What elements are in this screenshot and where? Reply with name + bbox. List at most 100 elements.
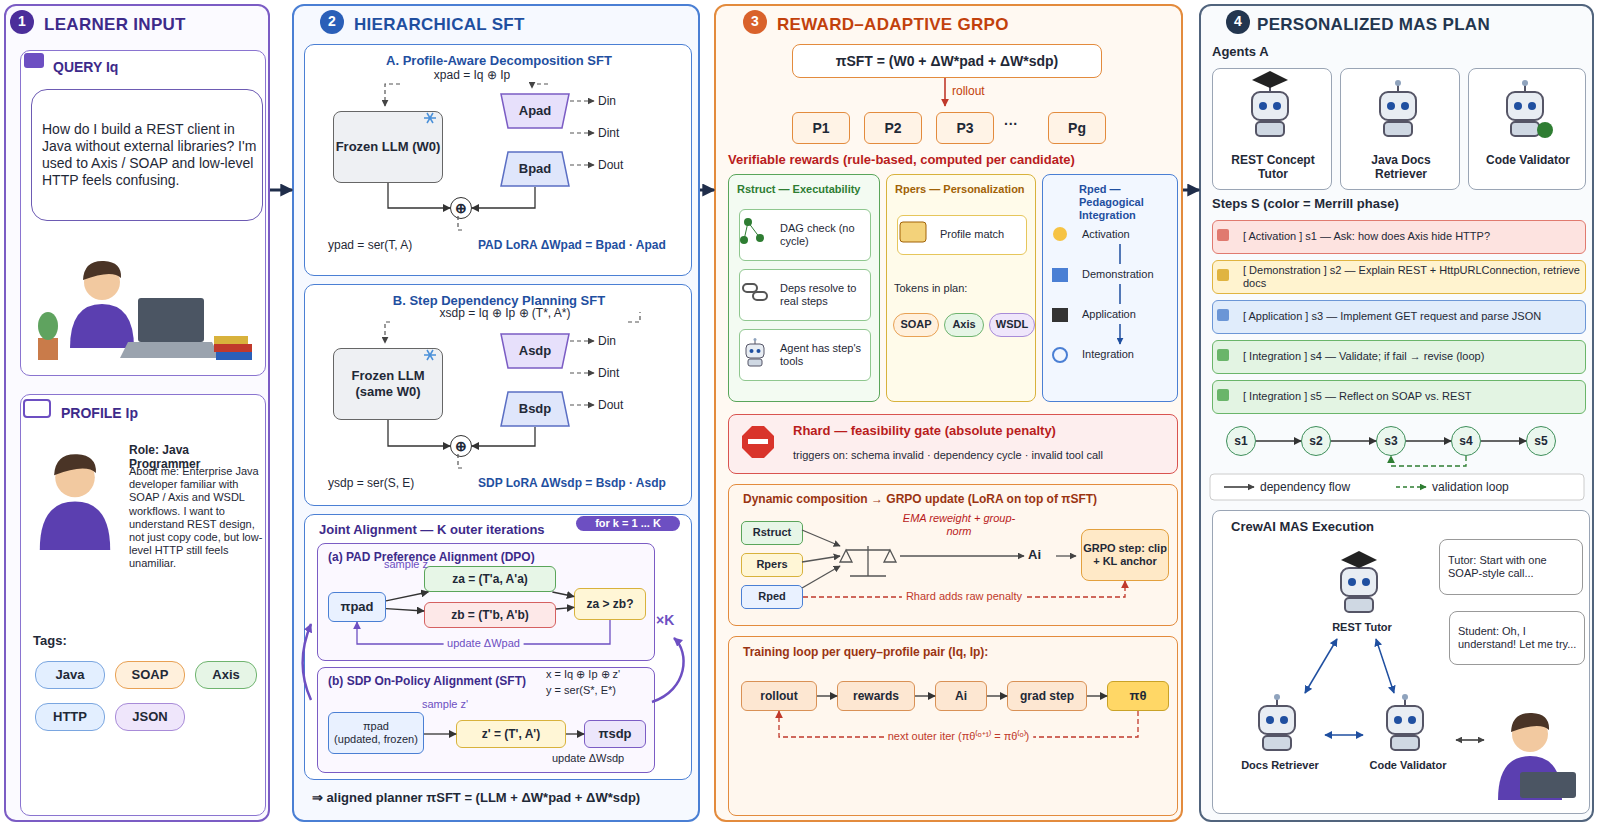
box: LEARNER INPUTQUERY IqHow do I build a RE… <box>4 4 270 822</box>
reward-icons <box>746 338 764 366</box>
callout-circles <box>1226 10 1250 34</box>
text: s4 <box>1459 434 1472 448</box>
input-arrows <box>385 84 400 106</box>
text: PROFILE Ip <box>61 405 251 422</box>
text: SOAP <box>132 667 169 683</box>
edge-label: Rhard adds raw penalty <box>902 590 1026 603</box>
text: Rped — Pedagogical Integration <box>1079 183 1175 223</box>
callout-circles <box>320 10 344 34</box>
crew-figures <box>1498 713 1562 800</box>
text: z' = (T', A') <box>482 727 540 741</box>
connector <box>552 592 574 597</box>
reward-icons <box>740 236 748 244</box>
callout-circles <box>10 10 1250 34</box>
text: πSFT = (W0 + ΔW*pad + ΔW*sdp) <box>836 53 1059 70</box>
crew-figures <box>1341 551 1377 568</box>
text: Rpers — Personalization <box>895 183 1031 196</box>
reward-icons <box>744 222 760 240</box>
text: Apad <box>519 103 552 119</box>
connector <box>915 695 935 696</box>
text: HIERARCHICAL SFT <box>354 15 654 35</box>
step-icons <box>1217 349 1229 361</box>
text: [ Application ] s3 — Implement GET reque… <box>1243 310 1541 323</box>
connector <box>270 189 292 192</box>
text: Axis <box>952 318 975 331</box>
connector <box>386 592 428 601</box>
label: sample z <box>384 558 444 571</box>
composition-arrows <box>802 530 1076 588</box>
box: Code Validator <box>1468 68 1586 190</box>
text: Rhard — feasibility gate (absolute penal… <box>793 423 1173 439</box>
box: Deps resolve to real steps <box>739 269 871 321</box>
connector <box>424 733 456 734</box>
agent-robots <box>1507 80 1543 136</box>
learner-illustration <box>38 312 58 340</box>
label: ··· <box>1004 116 1042 133</box>
agent-robots <box>1537 122 1553 138</box>
text: GRPO step: clip + KL anchor <box>1082 542 1168 568</box>
box: s4 <box>1451 426 1481 456</box>
box: ⊕ <box>450 197 472 219</box>
connector <box>388 420 450 446</box>
connector <box>1183 189 1199 192</box>
box: Student: Oh, I understand! Let me try... <box>1449 611 1585 665</box>
text: rollout <box>760 689 797 703</box>
reward-icons <box>743 284 757 292</box>
box: WSDL <box>989 313 1035 337</box>
text: About me: Enterprise Java developer fami… <box>129 465 263 571</box>
callout-circles <box>743 10 767 34</box>
legend-samples <box>1396 486 1426 488</box>
connector <box>1331 440 1376 441</box>
text: πθ <box>1130 688 1147 704</box>
crew-figures <box>1341 556 1377 612</box>
agent-robots <box>1380 80 1416 136</box>
text: zb = (T'b, A'b) <box>451 608 529 622</box>
composition-arrows <box>900 555 1024 556</box>
learner-illustration <box>38 338 58 360</box>
box: [ Demonstration ] s2 — Explain REST + Ht… <box>1212 260 1586 294</box>
text: [ Integration ] s5 — Reflect on SOAP vs.… <box>1243 390 1471 403</box>
callout-circles <box>10 10 34 34</box>
box: PERSONALIZED MAS PLANREST Concept TutorJ… <box>1199 4 1594 822</box>
reward-icons <box>1053 348 1067 362</box>
step-icons <box>1217 229 1229 401</box>
text: Code Validator <box>1363 759 1453 772</box>
box: P2 <box>864 112 922 144</box>
text: Code Validator <box>1473 153 1583 167</box>
box: Apad <box>500 93 570 129</box>
learner-illustration <box>38 261 252 360</box>
box: QUERY IqHow do I build a REST client in … <box>20 50 266 376</box>
text: Pg <box>1068 120 1086 137</box>
box: SOAP <box>893 313 939 337</box>
label: Din <box>598 94 648 108</box>
text: s1 <box>1234 434 1247 448</box>
box: Tutor: Start with one SOAP-style call... <box>1439 539 1583 595</box>
learner-illustration <box>138 298 204 342</box>
reward-icons <box>900 222 926 242</box>
label: ⇒ aligned planner πSFT = (LLM + ΔW*pad +… <box>312 790 692 806</box>
crew-figures <box>1520 772 1576 798</box>
box: za > zb? <box>574 588 646 620</box>
connector <box>1376 639 1394 693</box>
box: πsdp <box>584 720 646 748</box>
panel-icons <box>24 400 50 417</box>
box: Bsdp <box>500 391 570 427</box>
label: Integration <box>1082 348 1174 361</box>
box: Frozen LLM (W0) <box>333 111 443 183</box>
text: triggers on: schema invalid · dependency… <box>793 449 1173 462</box>
step-icons <box>1217 309 1229 321</box>
edge-label: next outer iter (πθ⁽ᵒ⁺¹⁾ = πθ⁽ᵒ⁾) <box>884 730 1034 743</box>
input-arrows <box>570 340 594 341</box>
text: Ai <box>955 689 967 703</box>
label: SDP LoRA ΔWsdp = Bsdp · Asdp <box>478 476 683 490</box>
label: Ai <box>1028 547 1054 563</box>
box: Training loop per query–profile pair (Iq… <box>728 636 1178 816</box>
label: update ΔWsdp <box>552 752 650 765</box>
box: s3 <box>1376 426 1406 456</box>
box: Rstruct <box>741 521 803 545</box>
text: Tutor: Start with one SOAP-style call... <box>1448 554 1578 580</box>
box: Bpad <box>500 151 570 187</box>
connector <box>700 189 714 192</box>
